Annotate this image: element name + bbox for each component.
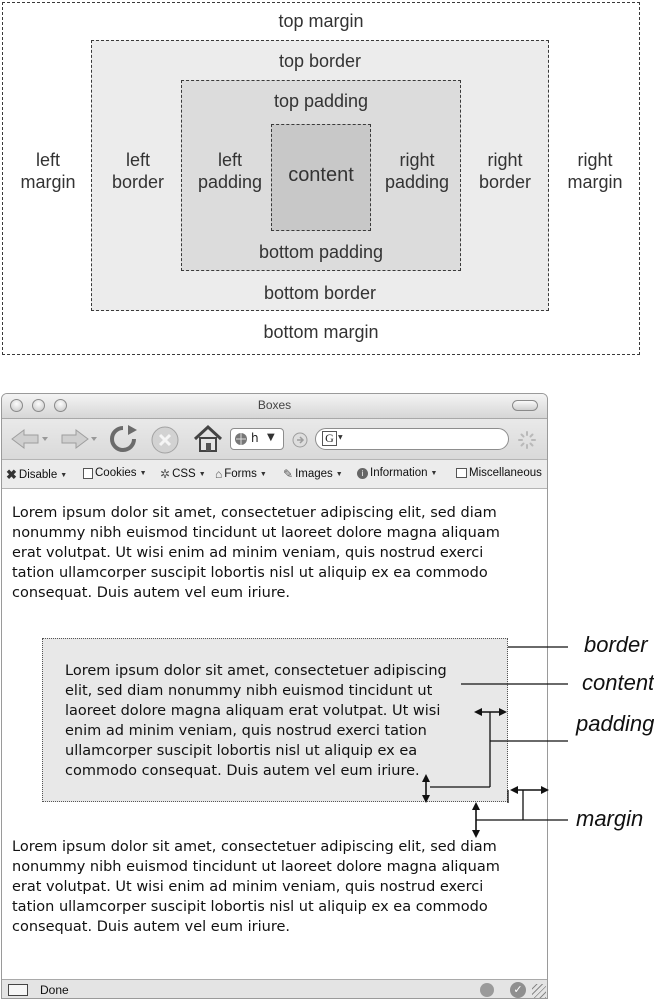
pencil-icon[interactable]	[480, 983, 494, 997]
images-icon: ✎	[283, 467, 294, 481]
home-icon	[193, 424, 223, 452]
images-menu[interactable]: ✎ Images▼	[283, 467, 343, 481]
paragraph-2: Lorem ipsum dolor sit amet, consectetuer…	[12, 839, 500, 935]
navigation-toolbar: h ▼ G ▼	[2, 419, 547, 460]
go-button[interactable]	[292, 432, 308, 448]
information-icon: i	[357, 467, 368, 479]
stop-button[interactable]	[150, 425, 180, 455]
forms-menu[interactable]: ⌂ Forms▼	[215, 467, 267, 481]
status-text: Done	[40, 983, 69, 997]
address-text: h	[251, 431, 259, 445]
status-panel-icon[interactable]	[8, 984, 28, 996]
paragraph-1: Lorem ipsum dolor sit amet, consectetuer…	[12, 505, 500, 601]
right-padding-label: right padding	[384, 150, 450, 192]
border-callout-label: border	[584, 632, 648, 657]
back-button[interactable]	[8, 427, 50, 451]
search-engine-dropdown-icon[interactable]: ▼	[338, 434, 343, 441]
forms-lock-icon: ⌂	[215, 467, 223, 481]
cookies-icon	[83, 467, 93, 479]
cookies-menu[interactable]: Cookies▼	[83, 467, 147, 479]
information-menu[interactable]: i Information▼	[357, 467, 437, 479]
css-gear-icon: ✲	[160, 467, 171, 481]
top-padding-label: top padding	[273, 91, 369, 111]
checkmark-icon[interactable]: ✓	[510, 982, 526, 998]
demo-box-text: Lorem ipsum dolor sit amet, consectetuer…	[65, 663, 447, 779]
web-developer-toolbar: ✖ Disable▼ Cookies▼ ✲ CSS▼ ⌂ Forms▼ ✎ Im…	[2, 460, 547, 489]
home-button[interactable]	[192, 424, 224, 454]
status-bar: Done ✓	[2, 979, 547, 998]
go-arrow-icon	[292, 432, 308, 448]
chevron-down-icon: ▼	[430, 469, 438, 477]
bottom-border-label: bottom border	[263, 283, 377, 303]
left-padding-label: left padding	[197, 150, 263, 192]
miscellaneous-menu-label: Miscellaneous	[469, 467, 542, 479]
minimize-window-button[interactable]	[32, 399, 45, 412]
window-title: Boxes	[257, 398, 292, 412]
chevron-down-icon: ▼	[198, 470, 206, 478]
bottom-padding-label: bottom padding	[258, 242, 384, 262]
chevron-down-icon: ▼	[259, 470, 267, 478]
disable-menu-label: Disable	[18, 469, 58, 481]
left-margin-label: left margin	[20, 150, 76, 192]
css-menu-label: CSS	[172, 468, 196, 480]
padding-callout-label: padding	[576, 711, 654, 736]
cookies-menu-label: Cookies	[95, 467, 137, 479]
right-border-label: right border	[478, 150, 532, 192]
resize-grip-icon[interactable]	[532, 984, 546, 998]
forward-button[interactable]	[58, 427, 100, 451]
content-callout-label: content	[582, 670, 654, 695]
zoom-window-button[interactable]	[54, 399, 67, 412]
toolbar-toggle-button[interactable]	[512, 400, 538, 411]
reload-icon	[110, 425, 137, 452]
search-engine-icon[interactable]: G	[322, 431, 337, 446]
left-border-label: left border	[111, 150, 165, 192]
globe-icon	[235, 433, 247, 445]
information-menu-label: Information	[370, 467, 428, 479]
address-field[interactable]: h ▼	[230, 428, 284, 450]
browser-window: Boxes	[1, 393, 548, 999]
chevron-down-icon: ▼	[139, 469, 147, 477]
right-margin-label: right margin	[567, 150, 623, 192]
disable-menu[interactable]: ✖ Disable▼	[6, 467, 67, 483]
demo-box: Lorem ipsum dolor sit amet, consectetuer…	[42, 638, 508, 802]
chevron-down-icon: ▼	[335, 470, 343, 478]
miscellaneous-menu[interactable]: Miscellaneous	[456, 467, 542, 479]
top-margin-label: top margin	[278, 11, 364, 31]
bottom-margin-label: bottom margin	[263, 322, 379, 342]
css-menu[interactable]: ✲ CSS▼	[160, 467, 206, 481]
content-area	[271, 124, 371, 231]
address-dropdown-icon[interactable]: ▼	[267, 432, 275, 443]
reload-button[interactable]	[106, 424, 140, 454]
images-menu-label: Images	[295, 468, 333, 480]
search-field[interactable]: G ▼	[315, 428, 509, 450]
disable-x-icon: ✖	[6, 467, 17, 482]
forms-menu-label: Forms	[224, 468, 257, 480]
page-content: Lorem ipsum dolor sit amet, consectetuer…	[2, 489, 547, 979]
miscellaneous-icon	[456, 468, 467, 478]
title-bar: Boxes	[2, 394, 547, 419]
chevron-down-icon: ▼	[60, 471, 68, 479]
margin-callout-label: margin	[576, 806, 644, 831]
forward-arrow-icon	[61, 429, 97, 449]
stop-icon	[151, 426, 179, 454]
loading-throbber-icon	[517, 430, 537, 450]
close-window-button[interactable]	[10, 399, 23, 412]
content-label: content	[288, 164, 354, 186]
top-border-label: top border	[278, 51, 362, 71]
back-arrow-icon	[11, 429, 48, 449]
